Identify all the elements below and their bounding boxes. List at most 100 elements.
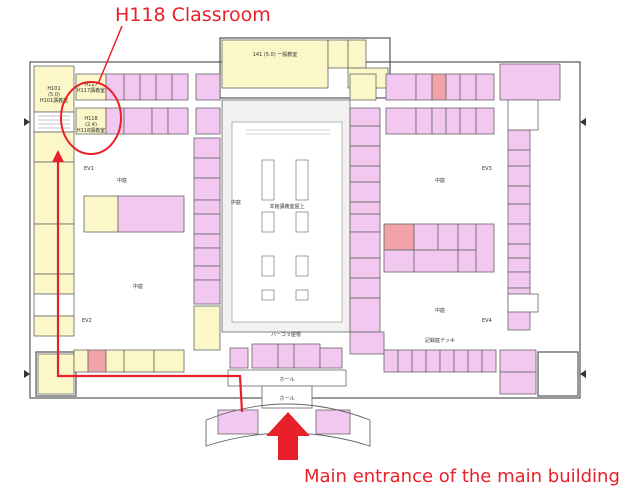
room-right-inner-j[interactable] (349, 277, 381, 299)
room-left-inner-c[interactable] (193, 177, 221, 201)
room-center-bottom-c[interactable] (277, 343, 295, 369)
room-top-right-d[interactable] (431, 73, 447, 101)
room-bottom-right-e[interactable] (439, 349, 455, 373)
room-second-right-d[interactable] (445, 107, 461, 135)
room-h123[interactable] (83, 195, 119, 233)
room-r144[interactable] (251, 343, 279, 369)
room-top-left-e[interactable] (155, 73, 173, 101)
room-second-left-c[interactable] (123, 107, 153, 135)
room-r184[interactable] (475, 223, 495, 273)
room-right-inner-g[interactable] (349, 213, 381, 233)
room-right-inner-i[interactable] (349, 257, 381, 279)
room-right-inner-b[interactable] (349, 125, 381, 147)
room-entrance-left[interactable] (217, 409, 259, 435)
room-left-inner-g[interactable] (193, 247, 221, 267)
room-right-inner-c[interactable] (349, 145, 381, 167)
room-h118[interactable] (75, 107, 107, 135)
room-right-inner-e[interactable] (349, 181, 381, 203)
room-far-right-i[interactable] (507, 271, 531, 289)
right-entrance-marker-lower (580, 370, 586, 378)
room-second-left-f[interactable] (195, 107, 221, 135)
room-far-right-bottom-a[interactable] (499, 349, 537, 373)
room-top-right-c[interactable] (415, 73, 433, 101)
room-far-right-c[interactable] (507, 165, 531, 187)
room-right-block-g[interactable] (457, 249, 477, 273)
room-left-inner-e[interactable] (193, 213, 221, 235)
room-r151[interactable] (349, 73, 377, 101)
room-second-right-c[interactable] (431, 107, 447, 135)
room-top-left-d[interactable] (139, 73, 157, 101)
room-right-inner-a[interactable] (349, 107, 381, 127)
room-bottom-right-d[interactable] (425, 349, 441, 373)
room-r115[interactable] (193, 137, 221, 159)
room-h102[interactable] (33, 131, 75, 163)
room-second-right-e[interactable] (459, 107, 477, 135)
room-right-inner-f[interactable] (349, 201, 381, 215)
room-bottom-left-d[interactable] (123, 349, 155, 373)
room-left-small-b[interactable] (33, 315, 75, 337)
room-right-inner-d[interactable] (349, 165, 381, 183)
room-second-left-e[interactable] (167, 107, 189, 135)
room-r170[interactable] (413, 223, 439, 251)
room-r116[interactable] (193, 157, 221, 179)
room-far-right-g[interactable] (507, 243, 531, 259)
room-far-right-f[interactable] (507, 223, 531, 245)
room-r176[interactable] (437, 223, 459, 251)
room-bottom-right-c[interactable] (411, 349, 427, 373)
room-bottom-right-b[interactable] (397, 349, 413, 373)
room-left-inner-d[interactable] (193, 199, 221, 215)
room-top-left-f[interactable] (171, 73, 189, 101)
room-top-right-g[interactable] (475, 73, 495, 101)
room-second-right-a[interactable] (385, 107, 417, 135)
room-left-inner-h[interactable] (193, 265, 221, 281)
room-r137[interactable] (193, 305, 221, 351)
room-top-left-g[interactable] (195, 73, 221, 101)
room-top-right-b[interactable] (385, 73, 417, 101)
room-annex-small-a[interactable] (347, 39, 367, 69)
room-far-right-h[interactable] (507, 257, 531, 273)
room-bottom-right-a[interactable] (383, 349, 399, 373)
room-entrance-right[interactable] (315, 409, 351, 435)
room-r160[interactable] (383, 249, 415, 273)
room-far-right-bottom-b[interactable] (499, 371, 537, 395)
room-left-inner-i[interactable] (193, 279, 221, 305)
room-top-left-c[interactable] (123, 73, 141, 101)
room-left-bottom[interactable] (37, 353, 75, 395)
room-far-right-e[interactable] (507, 203, 531, 225)
room-second-right-b[interactable] (415, 107, 433, 135)
room-right-inner-h[interactable] (349, 231, 381, 259)
room-far-right-d[interactable] (507, 185, 531, 205)
room-r139[interactable] (153, 349, 185, 373)
room-r190[interactable] (499, 63, 561, 101)
room-bottom-left-b[interactable] (87, 349, 107, 373)
room-bottom-left-c[interactable] (105, 349, 125, 373)
ev-right-b-label: EV4 (482, 318, 492, 324)
room-bottom-right-h[interactable] (481, 349, 497, 373)
room-r163[interactable] (413, 249, 459, 273)
room-left-small-a[interactable] (33, 273, 75, 295)
room-second-left-d[interactable] (151, 107, 169, 135)
room-right-inner-k[interactable] (349, 297, 381, 333)
room-far-right-a[interactable] (507, 129, 531, 151)
room-bottom-right-f[interactable] (453, 349, 469, 373)
room-r142[interactable] (327, 39, 349, 69)
room-h103[interactable] (33, 161, 75, 225)
room-r145[interactable] (293, 343, 321, 369)
room-right-block-d[interactable] (457, 223, 477, 251)
room-second-right-f[interactable] (475, 107, 495, 135)
room-top-right-e[interactable] (445, 73, 461, 101)
room-r141[interactable] (221, 39, 329, 89)
room-r124[interactable] (117, 195, 185, 233)
room-left-inner-f[interactable] (193, 233, 221, 249)
room-center-bottom-a[interactable] (229, 347, 249, 369)
route-arrowhead (52, 150, 64, 162)
room-far-right-b[interactable] (507, 149, 531, 167)
room-r169[interactable] (383, 223, 415, 251)
room-bottom-right-g[interactable] (467, 349, 483, 373)
room-h107[interactable] (33, 223, 75, 275)
room-h101-label: H101(5.0)H101講義室 (40, 86, 68, 104)
room-center-bottom-e[interactable] (319, 347, 343, 369)
room-bottom-left-a[interactable] (73, 349, 89, 373)
room-top-right-f[interactable] (459, 73, 477, 101)
room-right-inner-l[interactable] (349, 331, 385, 355)
